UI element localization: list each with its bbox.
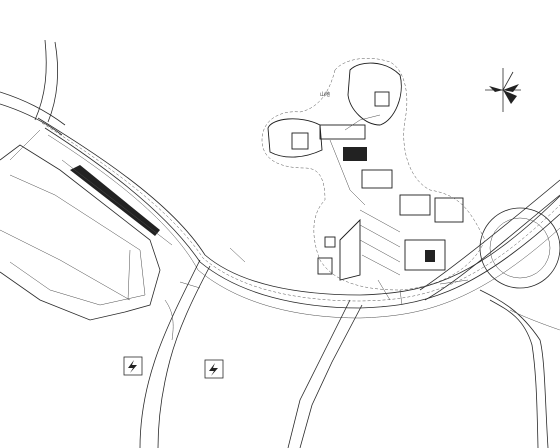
hill-complex	[261, 58, 486, 291]
lightning-symbol	[204, 359, 224, 379]
hill-label: 山地	[320, 91, 330, 98]
left-parcel	[0, 144, 161, 321]
northwest-road	[0, 39, 66, 136]
lightning-symbol	[123, 356, 143, 376]
misc-linework	[9, 129, 469, 306]
main-curved-road	[37, 117, 560, 319]
north-arrow	[485, 68, 521, 112]
right-interchange	[419, 179, 560, 448]
south-road	[139, 259, 211, 448]
hatched-strip	[61, 159, 173, 246]
diagonal-road	[287, 299, 363, 448]
